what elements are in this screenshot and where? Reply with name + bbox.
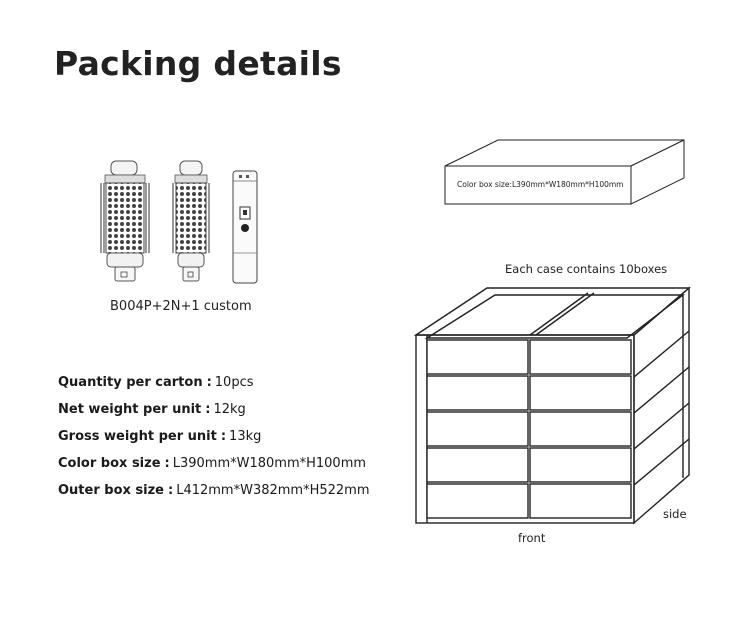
handle-unit-icon [232, 170, 258, 284]
spec-value: L412mm*W382mm*H522mm [176, 483, 370, 498]
spec-value: L390mm*W180mm*H100mm [172, 456, 367, 471]
spec-quantity-per-carton: Quantity per carton:10pcs [58, 375, 254, 390]
spec-color-box-size: Color box size:L390mm*W180mm*H100mm [58, 456, 367, 471]
round-brush-icon [100, 160, 150, 282]
carton-diagram [413, 286, 691, 525]
color-box-diagram [444, 139, 685, 205]
specs-list: Quantity per carton:10pcs Net weight per… [58, 374, 370, 509]
spec-label: Net weight per unit [58, 402, 202, 417]
page-title: Packing details [54, 44, 342, 83]
spec-label: Gross weight per unit [58, 429, 217, 444]
round-brush-small-icon [172, 160, 210, 282]
side-label: side [663, 507, 687, 521]
case-caption: Each case contains 10boxes [505, 262, 668, 276]
product-illustration [100, 160, 258, 284]
spec-value: 10pcs [214, 375, 254, 390]
spec-label: Quantity per carton [58, 375, 203, 390]
spec-outer-box-size: Outer box size:L412mm*W382mm*H522mm [58, 483, 370, 498]
spec-gross-weight: Gross weight per unit:13kg [58, 429, 262, 444]
spec-value: 12kg [213, 402, 246, 417]
product-caption: B004P+2N+1 custom [110, 299, 252, 314]
spec-label: Outer box size [58, 483, 164, 498]
spec-value: 13kg [229, 429, 262, 444]
spec-net-weight: Net weight per unit:12kg [58, 402, 246, 417]
front-label: front [518, 531, 546, 545]
spec-label: Color box size [58, 456, 161, 471]
color-box-label: Color box size:L390mm*W180mm*H100mm [457, 180, 624, 189]
